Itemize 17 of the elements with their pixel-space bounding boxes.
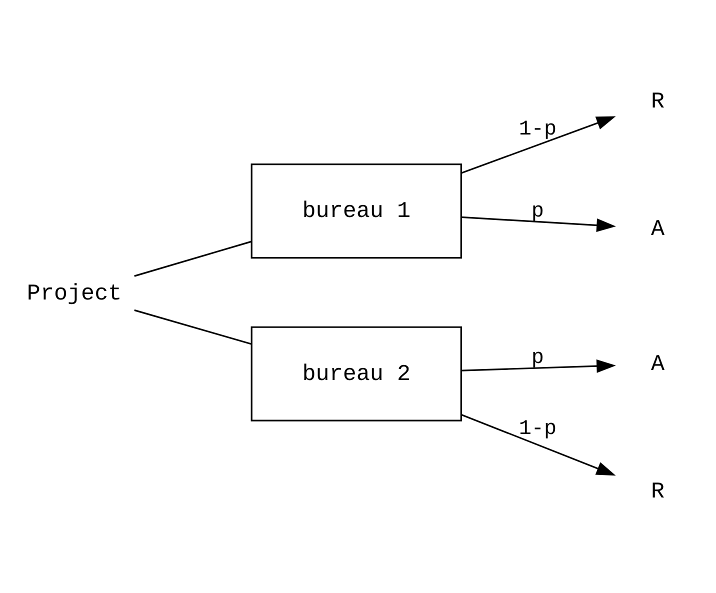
edge-label: p (531, 347, 544, 370)
connector (134, 240, 252, 277)
edge-label: 1-p (518, 118, 557, 142)
node-text: R (651, 88, 665, 114)
node-text: A (651, 351, 665, 378)
arrow (461, 359, 616, 373)
node-text: Project (26, 280, 122, 306)
node-box: bureau 1 (250, 164, 462, 259)
edge-label: 1-p (518, 418, 557, 442)
connector (134, 309, 252, 345)
arrow (461, 216, 616, 232)
node-box: bureau 2 (250, 326, 462, 422)
arrow (461, 116, 616, 174)
arrow (461, 414, 616, 476)
node-text: A (651, 216, 665, 242)
edge-label: p (531, 200, 544, 224)
node-text: R (651, 478, 665, 504)
